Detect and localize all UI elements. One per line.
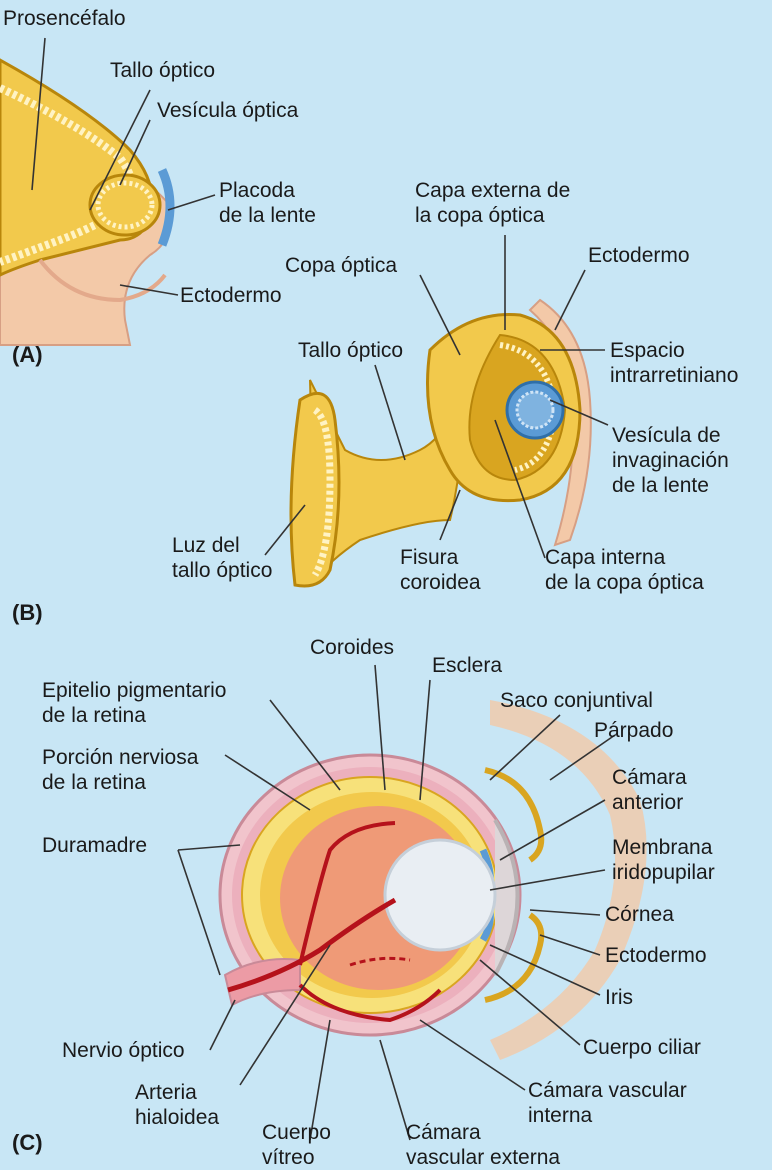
label-ectodermo-b: Ectodermo xyxy=(588,243,690,268)
label-iris: Iris xyxy=(605,985,633,1010)
label-duramadre: Duramadre xyxy=(42,833,147,858)
label-capa-interna: Capa interna de la copa óptica xyxy=(545,545,704,595)
label-copa-optica: Copa óptica xyxy=(285,253,397,278)
label-epitelio-pigmentario: Epitelio pigmentario de la retina xyxy=(42,678,226,728)
label-membrana-iridopupilar: Membrana iridopupilar xyxy=(612,835,715,885)
label-luz-tallo: Luz del tallo óptico xyxy=(172,533,272,583)
label-parpado: Párpado xyxy=(594,718,673,743)
label-nervio-optico: Nervio óptico xyxy=(62,1038,185,1063)
label-coroides: Coroides xyxy=(310,635,394,660)
label-prosencefalo: Prosencéfalo xyxy=(3,6,126,31)
panel-c-illustration xyxy=(220,700,647,1060)
label-cuerpo-ciliar: Cuerpo ciliar xyxy=(583,1035,701,1060)
label-espacio-intrarretiniano: Espacio intrarretiniano xyxy=(610,338,738,388)
panel-label-a: (A) xyxy=(12,342,43,368)
label-arteria-hialoidea: Arteria hialoidea xyxy=(135,1080,219,1130)
label-porcion-nerviosa: Porción nerviosa de la retina xyxy=(42,745,198,795)
label-camara-anterior: Cámara anterior xyxy=(612,765,687,815)
stalk-lumen-b xyxy=(291,393,339,586)
lens-c xyxy=(385,840,495,950)
label-cuerpo-vitreo: Cuerpo vítreo xyxy=(262,1120,331,1170)
label-camara-vascular-externa: Cámara vascular externa xyxy=(406,1120,560,1170)
label-fisura-coroidea: Fisura coroidea xyxy=(400,545,481,595)
label-capa-externa: Capa externa de la copa óptica xyxy=(415,178,570,228)
panel-a-illustration xyxy=(0,60,171,345)
panel-label-c: (C) xyxy=(12,1130,43,1156)
label-tallo-optico-b: Tallo óptico xyxy=(298,338,403,363)
label-cornea: Córnea xyxy=(605,902,674,927)
label-placoda-lente: Placoda de la lente xyxy=(219,178,316,228)
label-vesicula-invaginacion: Vesícula de invaginación de la lente xyxy=(612,423,729,498)
label-ectodermo-c: Ectodermo xyxy=(605,943,707,968)
label-vesicula-optica: Vesícula óptica xyxy=(157,98,298,123)
label-esclera: Esclera xyxy=(432,653,502,678)
label-tallo-optico-a: Tallo óptico xyxy=(110,58,215,83)
label-ectodermo-a: Ectodermo xyxy=(180,283,282,308)
label-saco-conjuntival: Saco conjuntival xyxy=(500,688,653,713)
panel-label-b: (B) xyxy=(12,600,43,626)
